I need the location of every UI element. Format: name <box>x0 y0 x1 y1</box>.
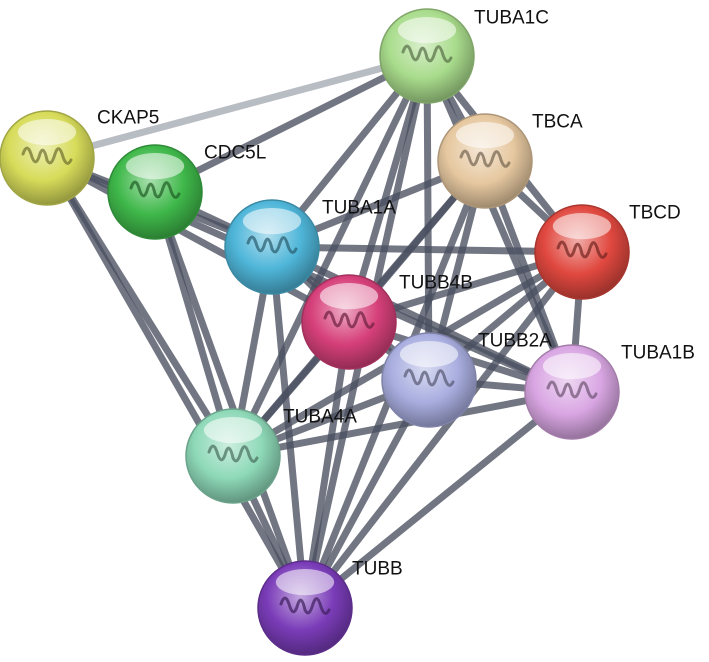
edge-tuba1c-tubb2a[interactable] <box>423 55 433 381</box>
node-label-tubb: TUBB <box>352 559 403 580</box>
node-label-tbcd: TBCD <box>629 203 681 224</box>
edge-ckap5-tubb[interactable] <box>43 156 309 610</box>
node-label-ckap5: CKAP5 <box>97 108 159 129</box>
protein-structure-icon <box>556 240 608 259</box>
protein-structure-icon <box>403 368 455 387</box>
node-label-tbca: TBCA <box>532 112 583 133</box>
gloss-highlight <box>275 568 335 596</box>
protein-structure-icon <box>129 180 181 199</box>
protein-structure-icon <box>323 310 375 329</box>
node-label-tubb2a: TUBB2A <box>478 331 552 352</box>
protein-structure-icon <box>279 596 331 615</box>
gloss-highlight <box>542 352 602 380</box>
edge-tuba1a-tubb[interactable] <box>268 246 309 609</box>
edge-ckap5-tubb4b[interactable] <box>45 154 351 326</box>
edge-cdc5l-tubb[interactable] <box>151 190 309 610</box>
node-ckap5[interactable] <box>0 110 95 206</box>
node-tuba1c[interactable] <box>379 8 475 104</box>
edge-tbcd-tuba1a[interactable] <box>271 243 583 256</box>
node-tubb2a[interactable] <box>381 332 477 428</box>
node-cdc5l[interactable] <box>107 144 203 240</box>
edge-tubb4b-tubb[interactable] <box>301 321 353 609</box>
protein-structure-icon <box>459 149 511 168</box>
gloss-highlight <box>125 152 185 180</box>
protein-structure-icon <box>207 444 259 463</box>
node-label-tuba1b: TUBA1B <box>621 343 695 364</box>
node-tubb[interactable] <box>257 560 353 656</box>
gloss-highlight <box>319 282 379 310</box>
protein-structure-icon <box>401 44 453 63</box>
node-tbcd[interactable] <box>534 204 630 300</box>
node-label-cdc5l: CDC5L <box>204 143 266 164</box>
gloss-highlight <box>455 121 515 149</box>
gloss-highlight <box>397 16 457 44</box>
protein-structure-icon <box>546 380 598 399</box>
gloss-highlight <box>399 340 459 368</box>
gloss-highlight <box>552 212 612 240</box>
node-layer <box>0 8 630 656</box>
node-label-tubb4b: TUBB4B <box>399 273 473 294</box>
protein-structure-icon <box>246 235 298 254</box>
edge-tuba1c-tuba4a[interactable] <box>229 54 431 458</box>
edge-tuba1a-tuba1b[interactable] <box>270 243 574 396</box>
node-tbca[interactable] <box>437 113 533 209</box>
protein-structure-icon <box>21 146 73 165</box>
node-tubb4b[interactable] <box>301 274 397 370</box>
node-label-tuba1a: TUBA1A <box>322 198 396 219</box>
edge-tuba1b-tubb[interactable] <box>302 389 575 611</box>
edge-tuba1b-tuba4a[interactable] <box>232 388 573 460</box>
node-label-tuba4a: TUBA4A <box>283 407 357 428</box>
gloss-highlight <box>242 207 302 235</box>
node-tuba1a[interactable] <box>224 199 320 295</box>
node-tuba4a[interactable] <box>185 408 281 504</box>
label-layer: TUBA1C CKAP5 TBCA CDC5L TUBA1A TBCD TUBB4B TUBB… <box>97 8 695 580</box>
edge-tbcd-tubb[interactable] <box>302 249 585 611</box>
edge-cdc5l-tuba1c[interactable] <box>153 52 429 196</box>
gloss-highlight <box>203 416 263 444</box>
gloss-highlight <box>17 118 77 146</box>
edge-ckap5-tuba1c[interactable] <box>46 52 428 162</box>
node-tuba1b[interactable] <box>524 344 620 440</box>
node-label-tuba1c: TUBA1C <box>474 8 549 29</box>
